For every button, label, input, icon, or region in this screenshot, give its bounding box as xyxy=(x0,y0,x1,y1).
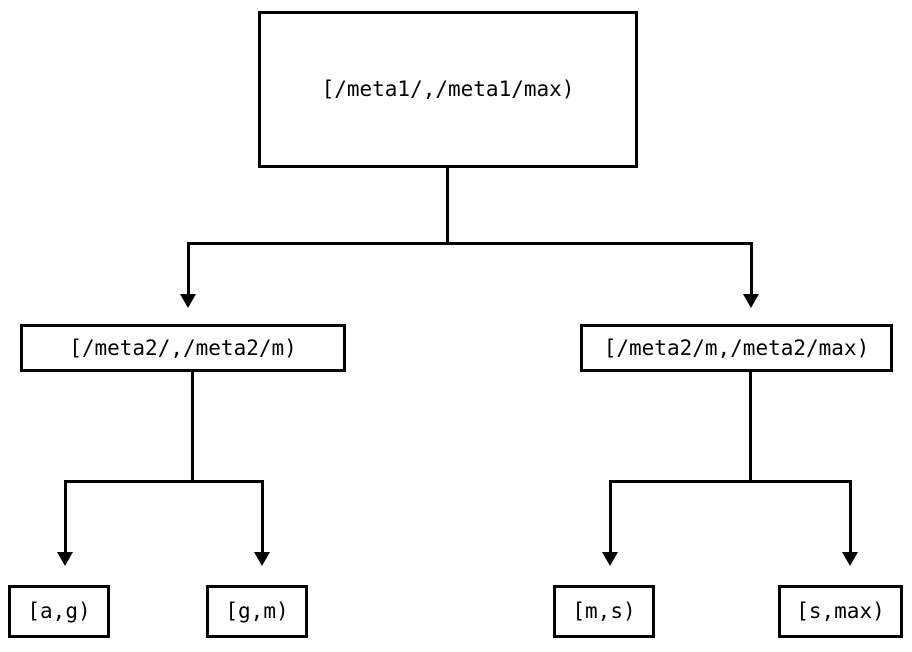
arrowhead-root-to-mid-left-icon xyxy=(180,294,196,308)
edge-mid-left-to-leaf1-drop xyxy=(64,480,67,552)
node-root-label: [/meta1/,/meta1/max) xyxy=(321,77,575,101)
node-leaf-3: [m,s) xyxy=(553,585,655,638)
node-mid-right-label: [/meta2/m,/meta2/max) xyxy=(603,335,870,360)
node-root: [/meta1/,/meta1/max) xyxy=(258,11,638,168)
node-mid-left: [/meta2/,/meta2/m) xyxy=(20,324,346,372)
edge-root-to-mid-right-drop xyxy=(750,242,753,294)
node-leaf-2-label: [g,m) xyxy=(225,599,289,623)
edge-root-to-mid-left-drop xyxy=(187,242,190,294)
node-leaf-4: [s,max) xyxy=(778,585,903,638)
arrowhead-root-to-mid-right-icon xyxy=(743,294,759,308)
node-leaf-2: [g,m) xyxy=(206,585,308,638)
edge-root-stem xyxy=(446,168,449,245)
arrowhead-mid-left-to-leaf1-icon xyxy=(57,552,73,566)
node-mid-left-label: [/meta2/,/meta2/m) xyxy=(69,335,297,360)
node-leaf-1-label: [a,g) xyxy=(27,599,91,623)
node-mid-right: [/meta2/m,/meta2/max) xyxy=(580,324,893,372)
node-leaf-3-label: [m,s) xyxy=(572,599,636,623)
edge-mid-right-crossbar xyxy=(609,480,852,483)
edge-mid-right-to-leaf3-drop xyxy=(609,480,612,552)
node-leaf-1: [a,g) xyxy=(8,585,110,638)
edge-mid-left-to-leaf2-drop xyxy=(261,480,264,552)
edge-mid-left-stem xyxy=(191,372,194,482)
arrowhead-mid-right-to-leaf3-icon xyxy=(602,552,618,566)
edge-root-crossbar xyxy=(187,242,753,245)
edge-mid-right-to-leaf4-drop xyxy=(849,480,852,552)
node-leaf-4-label: [s,max) xyxy=(796,599,885,623)
arrowhead-mid-left-to-leaf2-icon xyxy=(254,552,270,566)
arrowhead-mid-right-to-leaf4-icon xyxy=(842,552,858,566)
edge-mid-right-stem xyxy=(749,372,752,482)
edge-mid-left-crossbar xyxy=(64,480,264,483)
